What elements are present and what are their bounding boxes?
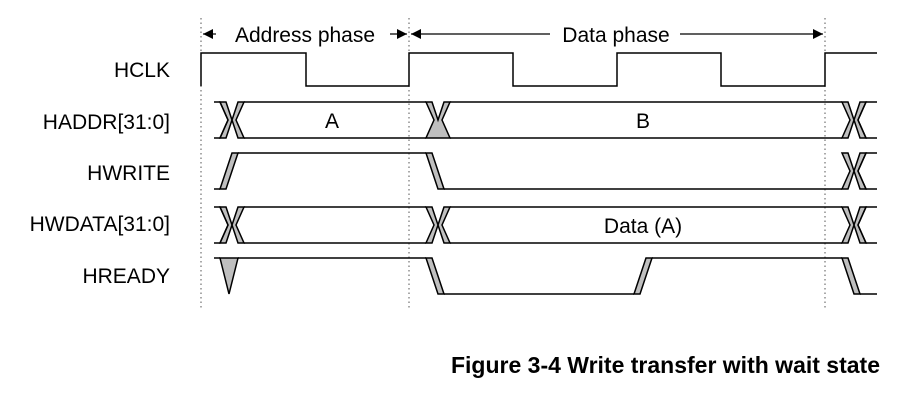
figure-caption: Figure 3-4 Write transfer with wait stat… [451,352,880,378]
signal-label-hclk: HCLK [114,59,170,82]
haddr-value-a: A [325,110,339,133]
signal-label-hwrite: HWRITE [87,162,170,185]
hwdata-waveform [214,206,877,244]
address-phase-label: Address phase [235,24,375,47]
hwrite-waveform [214,152,877,190]
hready-waveform [214,257,877,295]
haddr-value-b: B [636,110,650,133]
hwdata-value-a: Data (A) [604,215,682,238]
signal-label-hwdata: HWDATA[31:0] [30,213,170,236]
haddr-waveform [214,101,877,139]
hclk-waveform [200,52,877,87]
data-phase-label: Data phase [562,24,669,47]
clock-edge-guides [200,18,826,308]
signal-label-hready: HREADY [82,265,170,288]
signal-label-haddr: HADDR[31:0] [43,111,170,134]
